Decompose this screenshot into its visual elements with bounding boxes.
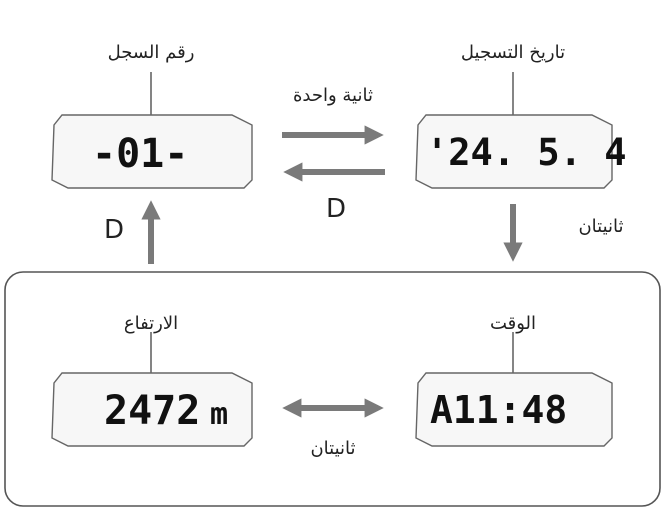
time-label: الوقت — [489, 313, 537, 334]
record-date-label: تاريخ التسجيل — [460, 42, 566, 63]
lcd-frame-time — [415, 372, 613, 447]
log-number-label: رقم السجل — [107, 42, 195, 63]
transition-log-to-date-label: ثانية واحدة — [292, 85, 373, 106]
record-date-display: '24. 5. 4 — [426, 131, 627, 174]
transition-date-to-time-label: ثانيتان — [578, 216, 624, 237]
transition-date-to-log-label: D — [325, 194, 347, 224]
transition-time-altitude-label: ثانيتان — [310, 438, 356, 459]
altitude-unit: m — [210, 397, 229, 432]
altitude-display: 2472 — [104, 388, 201, 434]
transition-altitude-to-log-label: D — [103, 215, 125, 245]
lcd-frame-record-date — [415, 114, 613, 189]
lcd-frame-altitude — [51, 372, 253, 447]
log-number-display: -01- — [92, 131, 189, 177]
time-display: A11:48 — [430, 388, 568, 432]
lower-panel — [4, 271, 661, 507]
altitude-label: الارتفاع — [123, 313, 179, 334]
lcd-frame-log-number — [51, 114, 253, 189]
